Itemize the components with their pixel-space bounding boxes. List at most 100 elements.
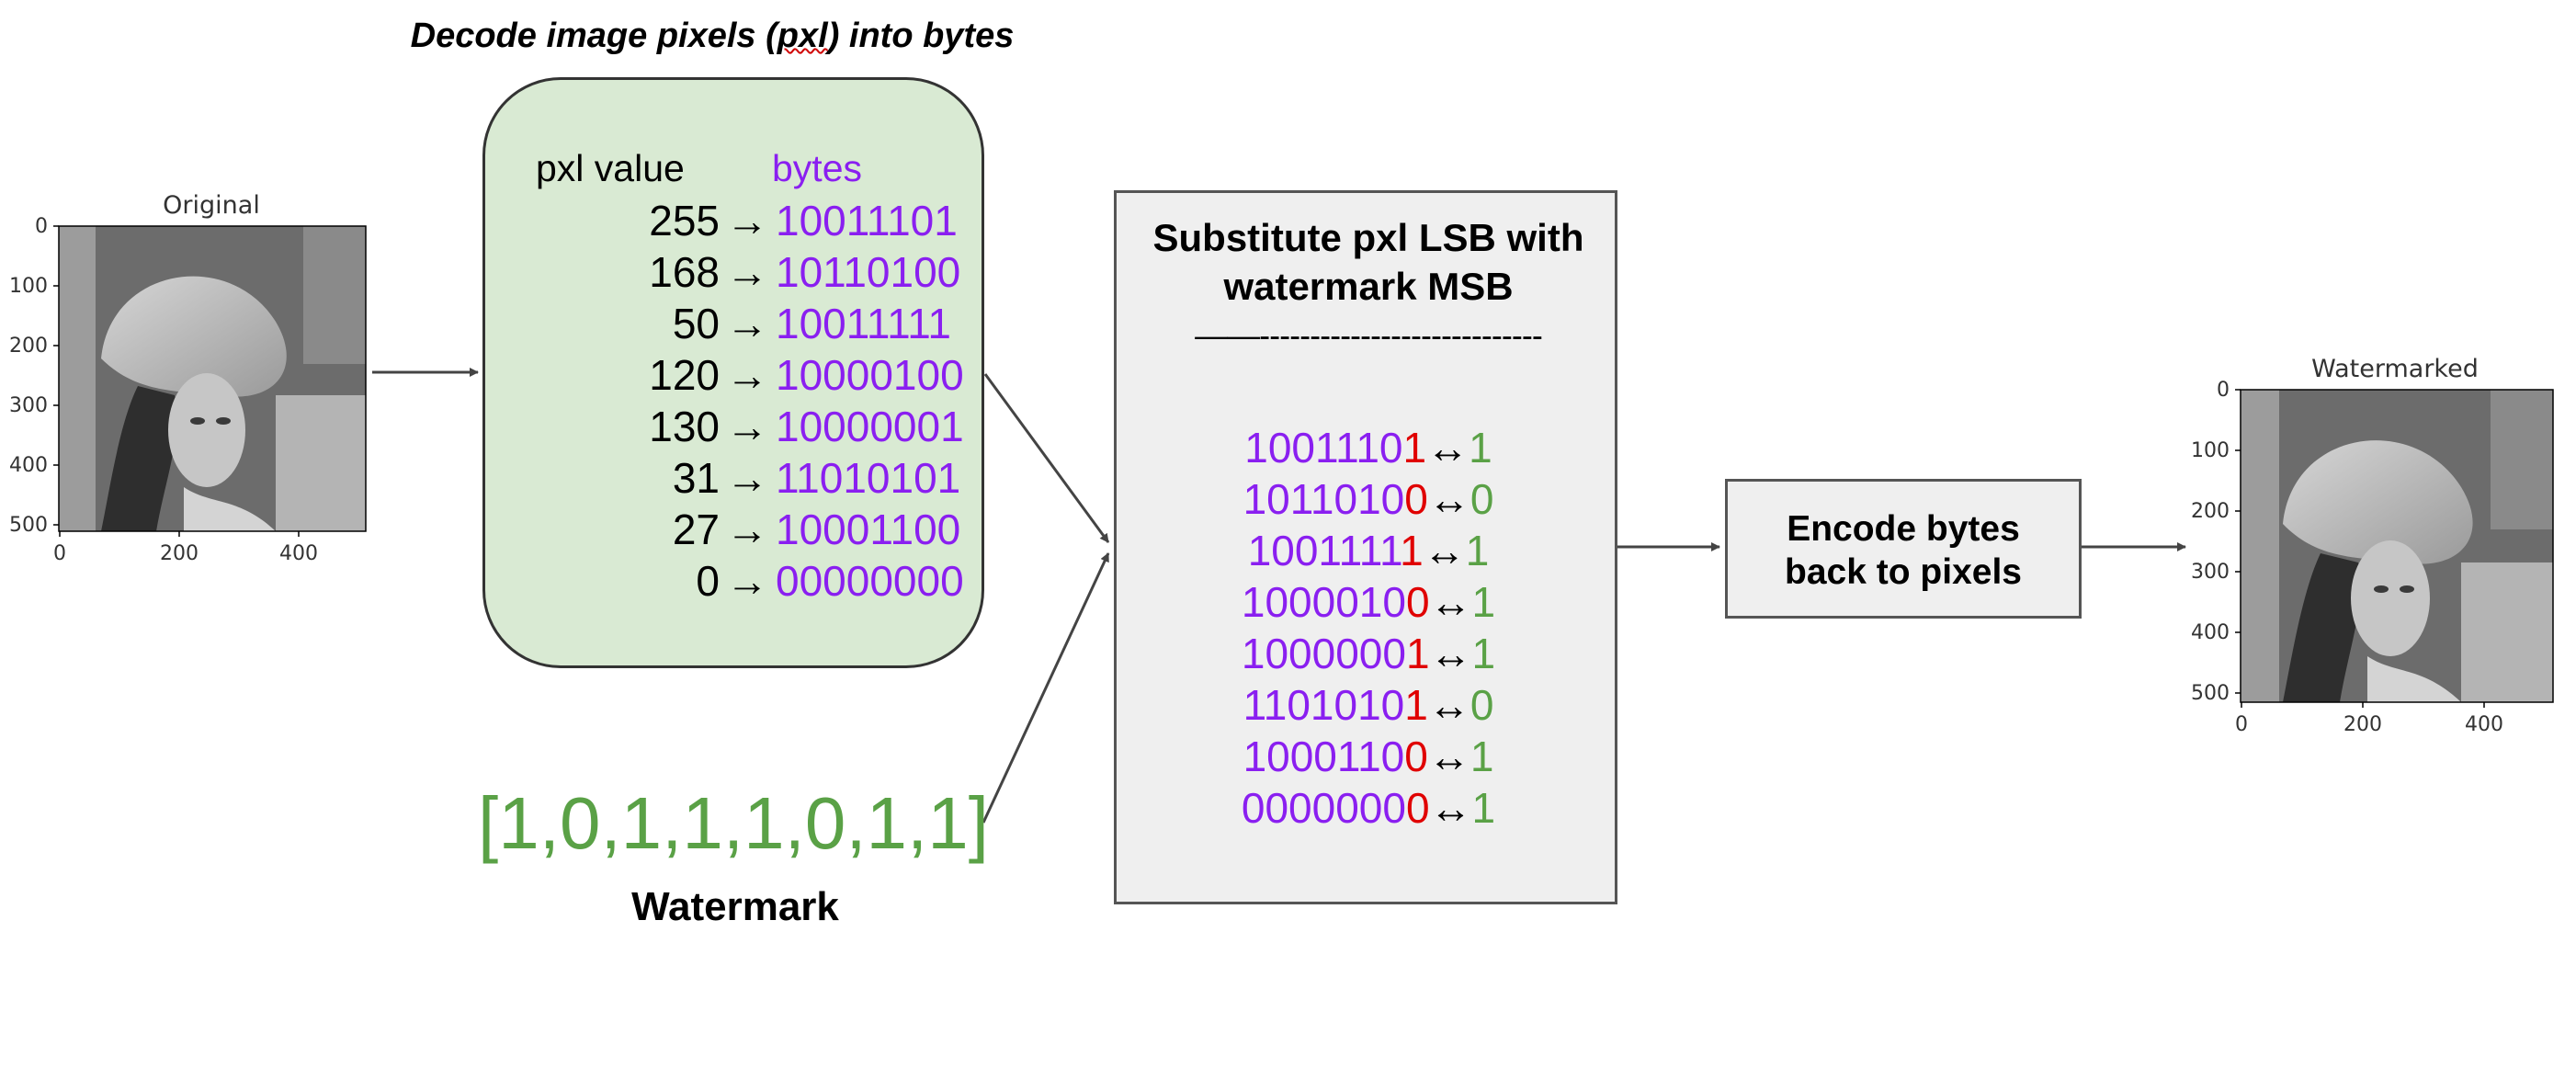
lsb-bit: 1 (1401, 527, 1424, 574)
right-arrow-icon: → (726, 506, 768, 553)
original-y-tick-400: 400 (9, 454, 48, 477)
decode-row: 50→10011111 (485, 298, 987, 349)
decode-row: 31→11010101 (485, 452, 987, 504)
original-x-tick-0: 0 (53, 542, 66, 565)
right-arrow-icon: → (726, 248, 768, 296)
pxl-value: 130 (649, 403, 720, 450)
substitute-row: 10011111↔1 (1117, 525, 1620, 576)
substitute-row: 10011101↔1 (1117, 422, 1620, 473)
original-image (59, 226, 366, 531)
encode-line1: Encode bytes (1787, 509, 2020, 549)
watermark-bit: 1 (1471, 578, 1496, 626)
watermarked-y-tick-200: 200 (2191, 500, 2230, 523)
watermarked-x-tick-0: 0 (2235, 713, 2248, 733)
byte-value: 10011101 (776, 197, 958, 244)
swap-arrow-icon: ↔ (1426, 424, 1470, 472)
watermark-bit: 0 (1470, 681, 1494, 729)
original-x-tick-400: 400 (279, 542, 318, 565)
pxl-value: 27 (672, 506, 720, 553)
watermarked-plot: Watermarked 0 100 200 300 400 500 0 200 … (2191, 355, 2554, 733)
encode-box: Encode bytes back to pixels (1725, 479, 2082, 619)
pxl-value: 50 (672, 300, 720, 347)
original-plot: Original 0 100 200 300 400 500 0 200 400 (9, 191, 367, 565)
pxl-value: 255 (649, 197, 720, 244)
byte-prefix: 1000000 (1241, 630, 1406, 677)
original-y-tick-300: 300 (9, 394, 48, 417)
bytes-header: bytes (772, 147, 862, 189)
watermarked-plot-title: Watermarked (2311, 355, 2479, 383)
decode-box: pxl value bytes 255→10011101 168→1011010… (482, 77, 984, 668)
swap-arrow-icon: ↔ (1429, 784, 1472, 832)
lsb-bit: 0 (1405, 578, 1430, 626)
byte-value: 00000000 (776, 557, 964, 605)
encode-line2: back to pixels (1785, 552, 2022, 592)
watermark-bit: 0 (1470, 475, 1494, 523)
pxl-value: 0 (696, 557, 720, 605)
substitute-row: 00000000↔1 (1117, 782, 1620, 834)
title-pxl: pxl (777, 17, 828, 55)
byte-prefix: 1101010 (1243, 681, 1405, 729)
right-arrow-icon: → (726, 300, 768, 347)
watermarked-x-tick-200: 200 (2343, 713, 2382, 733)
decode-row: 120→10000100 (485, 349, 987, 401)
watermarked-x-tick-400: 400 (2465, 713, 2503, 733)
substitute-row: 11010101↔0 (1117, 679, 1620, 731)
watermark-bit: 1 (1470, 733, 1494, 780)
substitute-row: 10000100↔1 (1117, 576, 1620, 628)
substitute-row: 10001100↔1 (1117, 731, 1620, 782)
lsb-bit: 0 (1405, 784, 1430, 832)
decode-row: 27→10001100 (485, 504, 987, 555)
byte-prefix: 1000110 (1243, 733, 1405, 780)
right-arrow-icon: → (726, 557, 768, 605)
original-x-tick-200: 200 (160, 542, 199, 565)
swap-arrow-icon: ↔ (1427, 733, 1470, 780)
lsb-bit: 1 (1402, 424, 1427, 472)
substitute-title-line2: watermark MSB (1223, 265, 1514, 308)
right-arrow-icon: → (726, 454, 768, 502)
title-suffix: ) into bytes (827, 17, 1015, 55)
byte-prefix: 1011010 (1243, 475, 1405, 523)
arrow-watermark-to-substitute (982, 552, 1110, 824)
watermark-bit: 1 (1465, 527, 1490, 574)
original-y-tick-100: 100 (9, 275, 48, 298)
swap-arrow-icon: ↔ (1423, 527, 1466, 574)
swap-arrow-icon: ↔ (1427, 475, 1470, 523)
watermark-values: [1,0,1,1,1,0,1,1] (478, 782, 989, 864)
substitute-title-line1: Substitute pxl LSB with (1152, 216, 1584, 259)
byte-value: 10110100 (776, 248, 961, 296)
watermarked-y-tick-0: 0 (2217, 379, 2230, 402)
divider-rule: ——---------------------------- (1195, 316, 1543, 354)
watermarked-y-tick-100: 100 (2191, 439, 2230, 462)
pxl-value: 120 (649, 351, 720, 399)
original-y-tick-500: 500 (9, 514, 48, 537)
original-y-tick-0: 0 (35, 215, 48, 238)
byte-value: 10000100 (776, 351, 964, 399)
byte-value: 10001100 (776, 506, 961, 553)
decode-row: 130→10000001 (485, 401, 987, 452)
original-plot-title: Original (163, 191, 260, 220)
original-y-tick-200: 200 (9, 335, 48, 358)
lsb-bit: 1 (1405, 630, 1430, 677)
substitute-row: 10000001↔1 (1117, 628, 1620, 679)
lsb-bit: 0 (1404, 475, 1428, 523)
decode-row: 168→10110100 (485, 246, 987, 298)
swap-arrow-icon: ↔ (1429, 578, 1472, 626)
decode-row: 0→00000000 (485, 555, 987, 607)
watermarked-y-tick-400: 400 (2191, 621, 2230, 644)
right-arrow-icon: → (726, 351, 768, 399)
pxl-value: 168 (649, 248, 720, 296)
watermarked-image (2241, 390, 2553, 702)
swap-arrow-icon: ↔ (1427, 681, 1470, 729)
lsb-bit: 0 (1404, 733, 1428, 780)
substitute-box: Substitute pxl LSB with watermark MSB ——… (1114, 190, 1617, 904)
byte-prefix: 1001110 (1244, 424, 1403, 472)
right-arrow-icon: → (726, 403, 768, 450)
byte-value: 10011111 (776, 300, 952, 347)
decode-row: 255→10011101 (485, 195, 987, 246)
watermarked-y-tick-500: 500 (2191, 682, 2230, 705)
right-arrow-icon: → (726, 197, 768, 244)
byte-prefix: 0000000 (1241, 784, 1406, 832)
substitute-title: Substitute pxl LSB with watermark MSB (1117, 213, 1620, 311)
watermark-label: Watermark (631, 884, 839, 929)
